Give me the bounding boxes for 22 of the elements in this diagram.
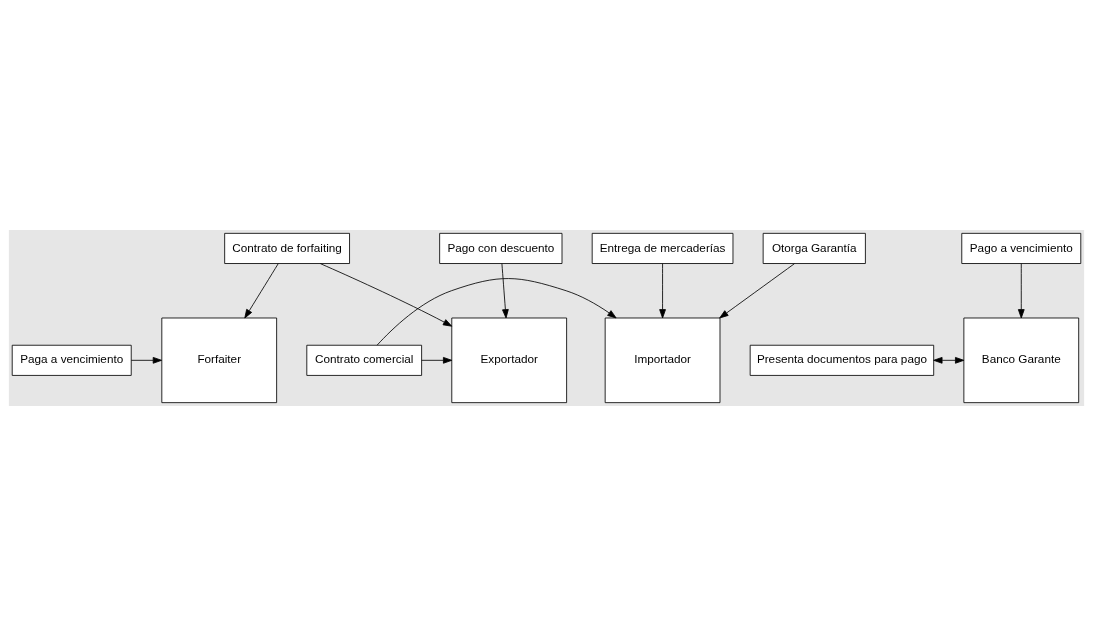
arrow (719, 263, 795, 319)
arrow (244, 263, 279, 319)
node-box: Presenta documentos para pago (749, 344, 935, 376)
node-box: Pago con descuento (439, 232, 563, 264)
node-box: Paga a vencimiento (11, 344, 132, 376)
node-box: Entrega de mercaderías (591, 232, 734, 264)
node-box: Contrato de forfaiting (224, 232, 350, 264)
node-box: Importador (604, 317, 721, 404)
arrow (130, 356, 162, 364)
arrow (376, 278, 617, 346)
arrow (1017, 263, 1025, 319)
node-box: Contrato comercial (306, 344, 423, 376)
node-box: Exportador (451, 317, 568, 404)
arrow (933, 356, 965, 364)
node-box: Pago a vencimiento (961, 232, 1082, 264)
node-box: Forfaiter (161, 317, 278, 404)
node-box: Otorga Garantía (762, 232, 866, 264)
arrow (659, 263, 666, 319)
node-box: Banco Garante (963, 317, 1080, 404)
arrow (501, 263, 509, 319)
arrow (319, 263, 453, 327)
arrow (421, 356, 453, 364)
